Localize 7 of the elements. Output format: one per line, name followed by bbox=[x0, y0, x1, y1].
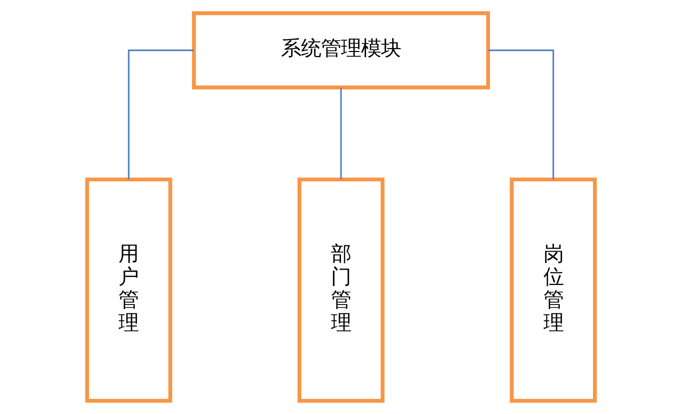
connector bbox=[488, 50, 554, 180]
connector bbox=[127, 50, 194, 180]
node-box: 岗位管理 bbox=[509, 178, 596, 403]
node-box: 部门管理 bbox=[297, 178, 384, 403]
node-box: 用户管理 bbox=[84, 178, 172, 403]
connector bbox=[340, 88, 342, 180]
node-box: 系统管理模块 bbox=[192, 11, 490, 90]
